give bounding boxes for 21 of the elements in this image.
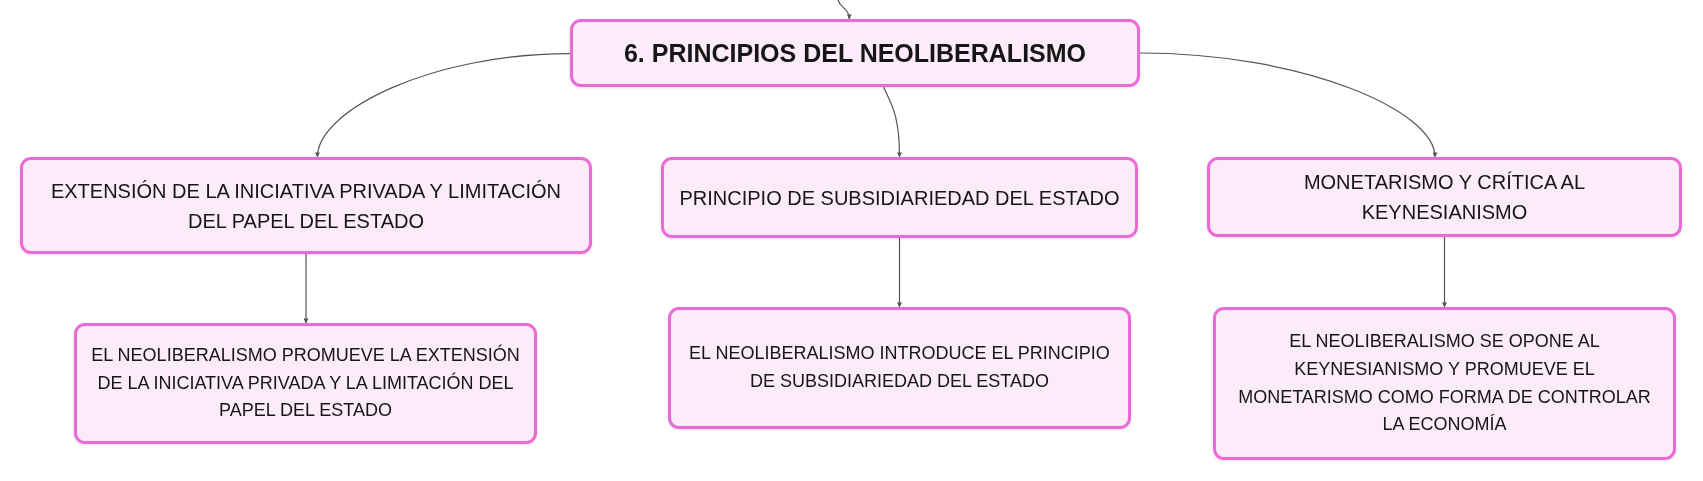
connector-arrow — [837, 0, 852, 20]
principle-title: PRINCIPIO DE SUBSIDIARIEDAD DEL ESTADO — [679, 185, 1120, 211]
connector-arrow — [897, 237, 902, 308]
connector-arrow — [303, 253, 309, 324]
main-topic-title: 6. PRINCIPIOS DEL NEOLIBERALISMO — [623, 37, 1087, 69]
main-topic-box — [570, 19, 1140, 87]
description-box — [74, 323, 537, 444]
description-box — [668, 307, 1131, 429]
description-box — [1213, 307, 1676, 460]
principle-title: MONETARISMO Y CRÍTICA AL KEYNESIANISMO — [1302, 170, 1587, 225]
principle-box — [20, 157, 592, 254]
principle-box — [661, 157, 1138, 238]
description-text: EL NEOLIBERALISMO SE OPONE AL KEYNESIANISMO Y PROMUEVE EL MONETARISMO COMO FORMA DE CONTROLAR LA ECONOMÍA — [1237, 329, 1652, 437]
description-text: EL NEOLIBERALISMO INTRODUCE EL PRINCIPIO DE SUBSIDIARIEDAD DEL ESTADO — [688, 342, 1111, 393]
principle-box — [1207, 157, 1682, 237]
principle-title: EXTENSIÓN DE LA INICIATIVA PRIVADA Y LIMITACIÓN DEL PAPEL DEL ESTADO — [49, 178, 563, 234]
connector-arrow — [315, 53, 571, 158]
description-text: EL NEOLIBERALISMO PROMUEVE LA EXTENSIÓN DE LA INICIATIVA PRIVADA Y LA LIMITACIÓN DEL PAPEL DEL ESTADO — [90, 343, 521, 423]
connector-arrow — [1139, 52, 1437, 158]
connector-arrow — [882, 86, 902, 158]
connector-arrow — [1442, 236, 1447, 308]
